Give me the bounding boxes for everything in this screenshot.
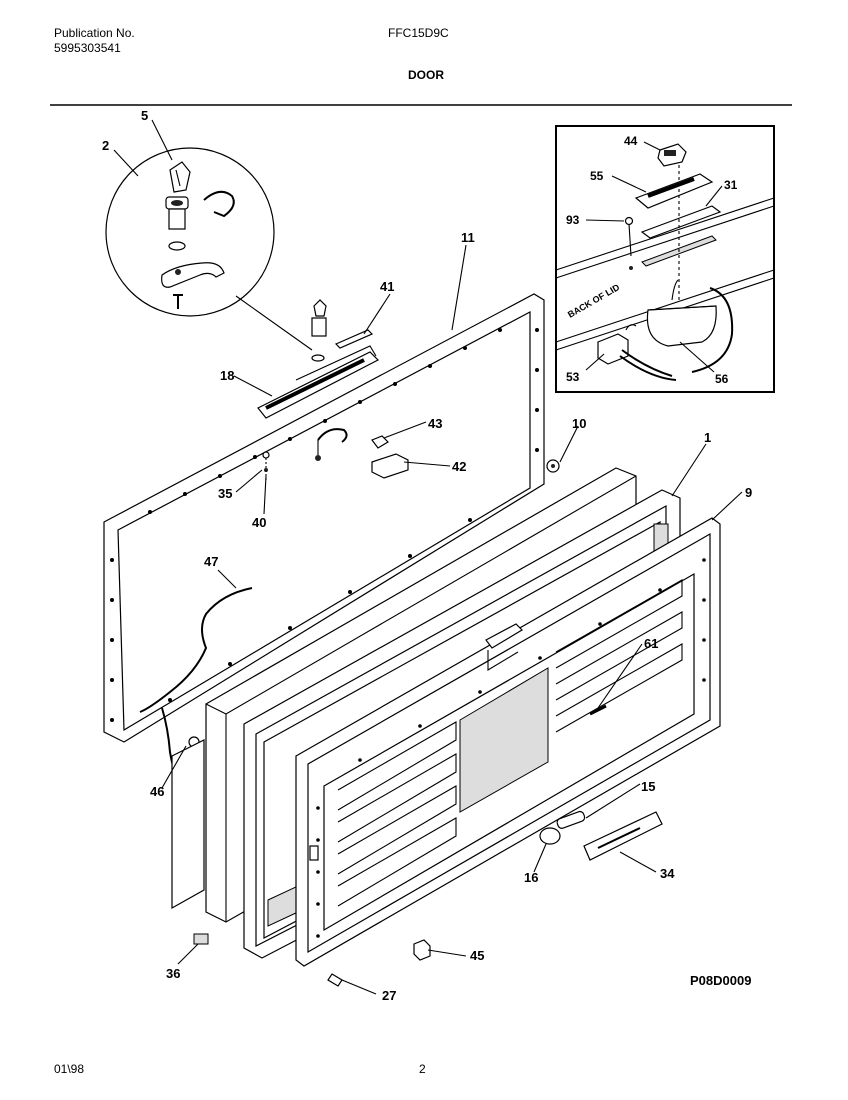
label-part-5: 5 [141, 108, 148, 123]
label-part-61: 61 [644, 636, 658, 651]
footer-date: 01\98 [54, 1062, 85, 1076]
label-part-31: 31 [724, 178, 738, 192]
hinge-assembly [257, 299, 409, 480]
label-part-45: 45 [470, 948, 484, 963]
label-part-56: 56 [715, 372, 729, 386]
publication-label: Publication No. [54, 26, 135, 40]
label-part-10: 10 [572, 416, 586, 431]
door-outer-panel [295, 517, 721, 967]
label-part-40: 40 [252, 515, 266, 530]
leader-lines [113, 119, 743, 995]
section-title: DOOR [408, 68, 444, 82]
publication-number: 5995303541 [54, 41, 121, 55]
label-part-11: 11 [461, 230, 475, 245]
label-part-34: 34 [660, 866, 675, 881]
label-part-42: 42 [452, 459, 466, 474]
label-part-15: 15 [641, 779, 655, 794]
label-part-35: 35 [218, 486, 232, 501]
label-part-46: 46 [150, 784, 164, 799]
label-part-93: 93 [566, 213, 580, 227]
hinge-detail-circle [105, 147, 313, 351]
label-part-16: 16 [524, 870, 538, 885]
model-number: FFC15D9C [388, 26, 449, 40]
small-parts [193, 704, 663, 987]
inset-detail: BACK OF LID [555, 125, 775, 393]
foam-side [171, 739, 205, 910]
label-part-1: 1 [704, 430, 711, 445]
label-part-18: 18 [220, 368, 234, 383]
lid-liner-frame [103, 293, 545, 743]
label-part-41: 41 [380, 279, 394, 294]
wire-harness [139, 587, 253, 713]
label-part-27: 27 [382, 988, 396, 1003]
label-part-53: 53 [566, 370, 580, 384]
label-part-44: 44 [624, 134, 638, 148]
label-part-47: 47 [204, 554, 218, 569]
diagram-code: P08D0009 [690, 973, 752, 988]
label-part-55: 55 [590, 169, 604, 183]
label-part-43: 43 [428, 416, 442, 431]
page-number: 2 [419, 1062, 426, 1076]
label-part-36: 36 [166, 966, 180, 981]
label-part-9: 9 [745, 485, 752, 500]
label-part-2: 2 [102, 138, 109, 153]
